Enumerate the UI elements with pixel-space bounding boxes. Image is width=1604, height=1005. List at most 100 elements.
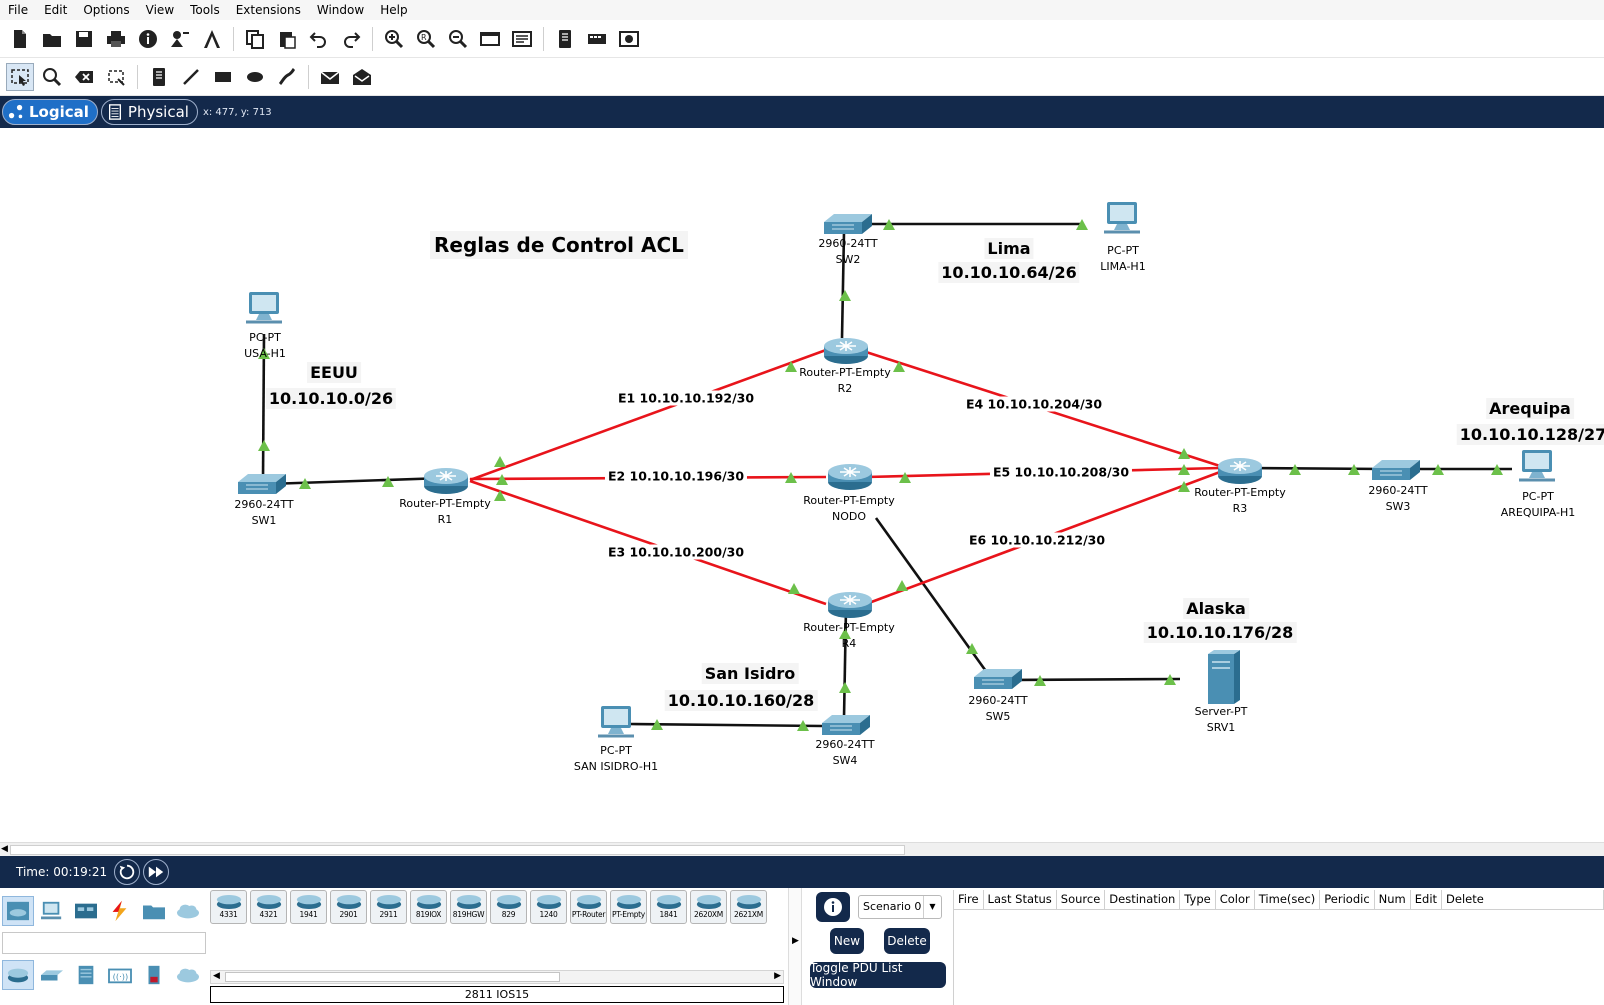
pc-icon[interactable] [1517,448,1557,482]
routers-icon[interactable] [2,960,34,990]
fast-forward-button[interactable] [143,859,170,885]
new-scenario-button[interactable]: New [830,928,864,954]
column-header[interactable]: Time(sec) [1255,890,1321,909]
device-model-item[interactable]: 819IOX [410,890,447,924]
menu-options[interactable]: Options [83,3,130,17]
menu-extensions[interactable]: Extensions [235,3,301,17]
network-info-icon[interactable] [166,25,194,53]
device-search-box[interactable] [2,932,206,954]
save-icon[interactable] [70,25,98,53]
connections-icon[interactable] [104,896,136,926]
menu-tools[interactable]: Tools [190,3,220,17]
column-header[interactable]: Fire [954,890,984,909]
device-model-item[interactable]: PT-Empty [610,890,647,924]
scroll-right-icon[interactable]: ▶ [774,971,781,981]
print-icon[interactable] [102,25,130,53]
column-header[interactable]: Last Status [984,890,1057,909]
column-header[interactable]: Edit [1411,890,1443,909]
security-icon[interactable] [138,960,170,990]
inspect-icon[interactable] [38,63,66,91]
place-note-icon[interactable] [145,63,173,91]
zoom-out-icon[interactable] [444,25,472,53]
wan-emulation-icon[interactable] [172,960,204,990]
add-complex-pdu-icon[interactable] [348,63,376,91]
device-model-item[interactable]: 4321 [250,890,287,924]
zoom-in-icon[interactable] [380,25,408,53]
drawing-palette-icon[interactable] [476,25,504,53]
device-model-item[interactable]: 2901 [330,890,367,924]
select-icon[interactable] [6,62,34,91]
draw-line-icon[interactable] [177,63,205,91]
device-model-item[interactable]: 2621XM [730,890,767,924]
device-model-item[interactable]: PT-Router [570,890,607,924]
router-icon[interactable] [827,463,873,491]
network-devices-icon[interactable] [2,896,34,926]
draw-ellipse-icon[interactable] [241,63,269,91]
column-header[interactable]: Periodic [1320,890,1375,909]
device-model-item[interactable]: 1240 [530,890,567,924]
scroll-left-icon[interactable]: ◀ [213,971,220,981]
miscellaneous-icon[interactable] [138,896,170,926]
copy-icon[interactable] [241,25,269,53]
switch-icon[interactable] [821,714,871,736]
panel-splitter[interactable]: ▶ [788,888,802,1005]
info-icon[interactable] [134,25,162,53]
server-icon[interactable] [1207,649,1241,705]
multiuser-icon[interactable] [172,896,204,926]
switch-icon[interactable] [823,213,873,235]
pc-icon[interactable] [244,290,284,324]
scrollbar-thumb[interactable] [225,972,560,982]
pc-icon[interactable] [1102,200,1142,234]
activity-wizard-icon[interactable] [198,25,226,53]
pc-icon[interactable] [596,704,636,738]
menu-view[interactable]: View [145,3,175,17]
end-devices-icon[interactable] [36,896,68,926]
add-simple-pdu-icon[interactable] [316,63,344,91]
device-model-item[interactable]: 2620XM [690,890,727,924]
switch-icon[interactable] [973,668,1023,690]
menu-help[interactable]: Help [380,3,408,17]
power-cycle-devices-button[interactable] [114,859,141,885]
column-header[interactable]: Source [1057,890,1106,909]
canvas-horizontal-scrollbar[interactable]: ◀ [0,842,1604,856]
scrollbar-thumb[interactable] [10,845,905,855]
paste-icon[interactable] [273,25,301,53]
switch-icon[interactable] [1371,459,1421,481]
custom-device-icon[interactable] [508,25,536,53]
menu-window[interactable]: Window [316,3,365,17]
column-header[interactable]: Num [1375,890,1411,909]
zoom-reset-icon[interactable]: R [412,25,440,53]
switch-icon[interactable] [237,473,287,495]
scenario-select[interactable]: Scenario 0▼ [858,895,942,919]
switches-icon[interactable] [36,960,68,990]
image-icon[interactable] [615,25,643,53]
undo-icon[interactable] [305,25,333,53]
toggle-pdu-list-button[interactable]: Toggle PDU List Window [810,961,946,989]
new-file-icon[interactable] [6,25,34,53]
router-icon[interactable] [423,467,469,495]
draw-rectangle-icon[interactable] [209,63,237,91]
column-header[interactable]: Destination [1105,890,1181,909]
column-header[interactable]: Delete [1442,890,1604,909]
scroll-left-icon[interactable]: ◀ [1,844,8,854]
freeform-icon[interactable] [273,63,301,91]
device-list-scrollbar[interactable]: ◀ ▶ [210,970,784,984]
menu-file[interactable]: File [8,3,29,17]
tab-logical[interactable]: Logical [2,99,98,125]
device-model-item[interactable]: 2911 [370,890,407,924]
router-icon[interactable] [827,591,873,619]
expand-arrow-icon[interactable]: ▶ [792,936,799,946]
delete-icon[interactable] [70,63,98,91]
router-icon[interactable] [823,337,869,365]
router-icon[interactable] [1217,457,1263,485]
resize-shape-icon[interactable] [102,63,130,91]
device-model-item[interactable]: 829 [490,890,527,924]
hubs-icon[interactable] [70,960,102,990]
notes-icon[interactable] [551,25,579,53]
column-header[interactable]: Type [1180,890,1216,909]
column-header[interactable]: Color [1216,890,1255,909]
open-folder-icon[interactable] [38,25,66,53]
device-model-item[interactable]: 4331 [210,890,247,924]
wireless-devices-icon[interactable]: ((·)) [104,960,136,990]
menu-edit[interactable]: Edit [44,3,68,17]
